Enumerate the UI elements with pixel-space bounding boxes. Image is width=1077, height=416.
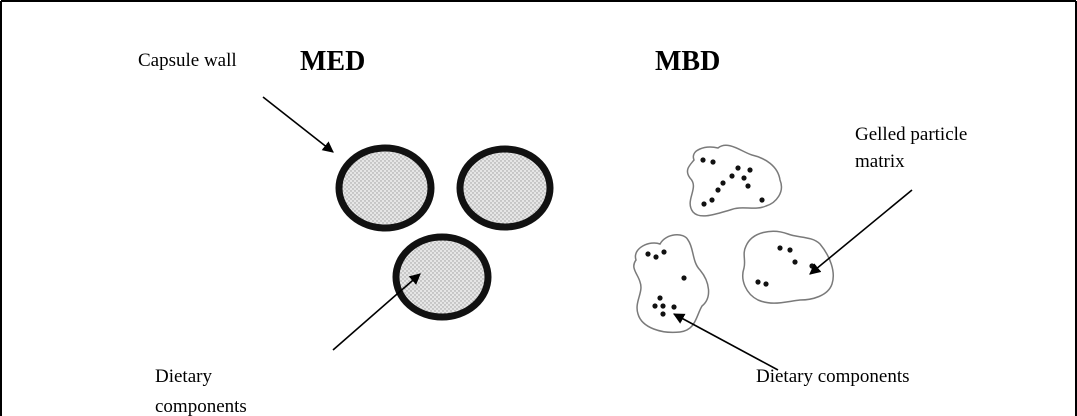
gelled-particle-top (686, 144, 783, 217)
dietary-components-left-line1: Dietary (155, 366, 212, 387)
med-heading: MED (300, 46, 365, 77)
capsule-top-right (456, 145, 554, 231)
med-capsules (335, 144, 554, 321)
arrow-gelled-matrix (809, 189, 913, 275)
capsule-wall-label: Capsule wall (138, 50, 237, 71)
gelled-particle-left (633, 234, 710, 334)
gelled-matrix-label-line1: Gelled particle (855, 124, 967, 145)
capsule-bottom (392, 233, 492, 321)
dietary-component-dots (645, 157, 815, 317)
arrows (262, 96, 913, 371)
arrow-dietary-left (332, 273, 421, 351)
gelled-matrix-label-line2: matrix (855, 151, 905, 172)
gelled-particle-right (742, 230, 834, 304)
dietary-components-left-line2: components (155, 396, 247, 416)
arrow-dietary-right (673, 313, 779, 371)
mbd-heading: MBD (655, 46, 720, 77)
arrow-capsule-wall (262, 96, 334, 153)
dietary-components-right: Dietary components (756, 366, 910, 387)
capsule-top-left (335, 144, 435, 232)
